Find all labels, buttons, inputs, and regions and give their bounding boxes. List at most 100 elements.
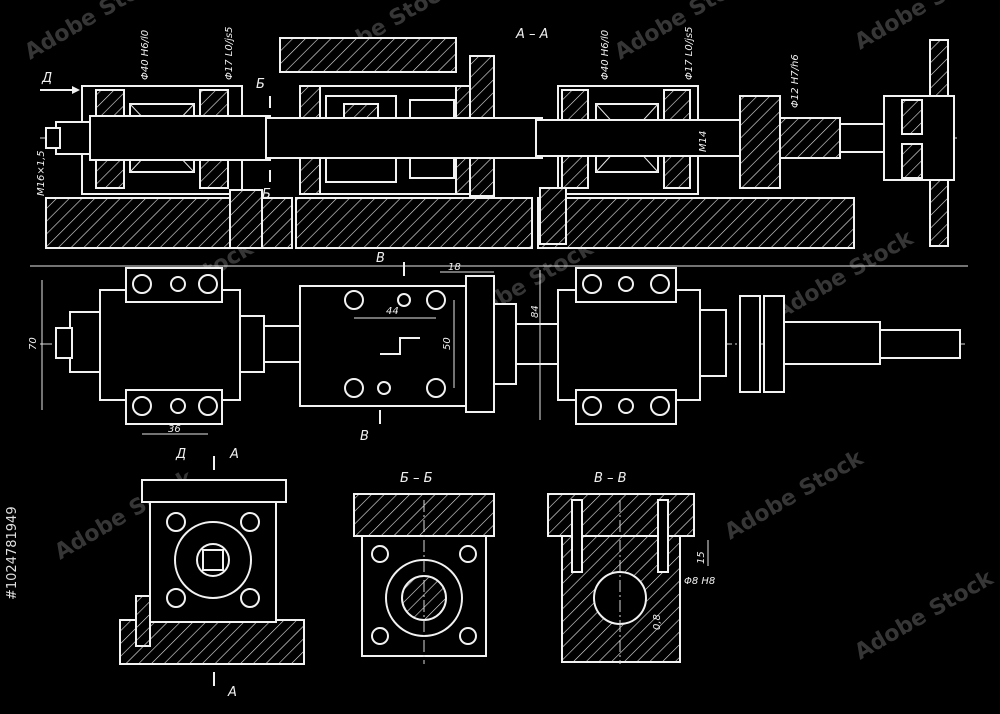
view-d-shaft [196,543,230,577]
bolt-hole [650,274,670,294]
watermark-text: Adobe Stock [721,445,869,545]
section-bend-line [380,337,420,355]
left-cap-tip [55,327,73,359]
fit-annotation: Φ17 L0/js5 [224,27,235,80]
right-shaft [535,119,749,157]
bolt-hole [198,274,218,294]
view-d-title: Д [175,447,186,462]
stock-id-text: #1024781949 [5,506,20,600]
right-block [557,289,701,401]
cut-marker-label: А [227,685,237,700]
section-vv: В – В 15 Φ8 H8 0,8 [547,471,715,664]
middle-clamp [465,275,495,413]
right-coupling-flange [763,295,785,393]
section-bb-title: Б – Б [400,471,433,486]
cut-marker-label: А [229,447,239,462]
right-cap [699,309,727,377]
bolt-hole [426,378,446,398]
section-aa-view: А – А Д [36,27,960,249]
left-block [99,289,241,401]
dimension-text: 84 [530,305,541,318]
right-support-foot [539,187,567,245]
view-d-pin [135,595,151,647]
cut-marker-label: Б [262,187,271,202]
bolt-hole [344,290,364,310]
bolt-hole [582,396,602,416]
bolt-hole [166,512,186,532]
left-cap [69,311,101,373]
thread-annotation: M16×1,5 [36,150,47,196]
bolt-hole [426,290,446,310]
middle-clamp-inner [493,303,517,385]
right-spindle [783,321,881,365]
left-shaft-end [55,121,91,155]
view-d-arrow-label: Д [41,71,52,86]
base-plate-right [537,197,855,249]
view-d: Д А А [119,447,305,700]
bolt-hole [377,381,391,395]
dimension-text: 18 [448,262,461,273]
left-shaft-tip [45,127,61,149]
fit-annotation: Φ40 H6/l0 [600,30,611,80]
fit-annotation: Φ40 H6/l0 [140,30,151,80]
section-vv-pin [571,499,583,573]
middle-block [299,285,467,407]
section-aa-title: А – А [515,27,549,42]
watermark-text: Adobe Stock [851,565,999,665]
cut-marker-label: В [360,429,369,444]
end-hub-wall [901,99,923,135]
left-support-foot [229,189,263,249]
middle-shaft-plan [515,323,559,365]
bolt-hole [170,398,186,414]
right-spindle-end [879,329,961,359]
bolt-hole [198,396,218,416]
cut-marker-label: Б [256,77,265,92]
roughness-annotation: 0,8 [652,614,663,630]
bolt-hole [618,398,634,414]
cut-marker-label: В [376,251,385,266]
bolt-hole [582,274,602,294]
left-block-top-flange [125,267,223,303]
left-block-bottom-flange [125,389,223,425]
section-vv-title: В – В [594,471,627,486]
coupling-half [739,95,781,189]
dimension-text: 15 [696,551,707,564]
bolt-hole [166,588,186,608]
thread-annotation: M14 [698,131,709,152]
end-hub-wall [901,143,923,179]
view-d-square [202,549,224,571]
bolt-hole [132,396,152,416]
bolt-hole [344,378,364,398]
view-d-body [149,499,277,623]
left-shaft-plan [263,325,301,363]
bolt-hole [459,627,477,645]
central-shaft [265,117,543,159]
spindle-neck [839,123,885,153]
view-d-top-bolts [141,479,287,503]
bolt-hole [618,276,634,292]
bolt-hole [459,545,477,563]
view-d-bore [174,521,252,599]
bolt-hole [397,293,411,307]
bolt-hole [650,396,670,416]
dimension-text: 36 [168,424,181,435]
plan-view: В В 70 36 44 50 18 84 [28,251,968,444]
bolt-hole [240,588,260,608]
right-block-bottom-flange [575,389,677,425]
bolt-hole [132,274,152,294]
bolt-hole [170,276,186,292]
watermark-text: Adobe Stock [851,0,999,55]
bolt-hole [240,512,260,532]
dimension-text: 44 [386,306,399,317]
left-shaft [89,115,271,161]
fit-annotation: Φ8 H8 [684,576,715,587]
section-vv-top [547,493,695,537]
section-bb: Б – Б [353,471,495,664]
arrow-head-icon [72,86,80,94]
fit-annotation: Φ12 H7/h6 [790,54,801,108]
fit-annotation: Φ17 L0/js5 [684,27,695,80]
left-coupling [239,315,265,373]
section-vv-pin [657,499,669,573]
bolt-hole [371,545,389,563]
